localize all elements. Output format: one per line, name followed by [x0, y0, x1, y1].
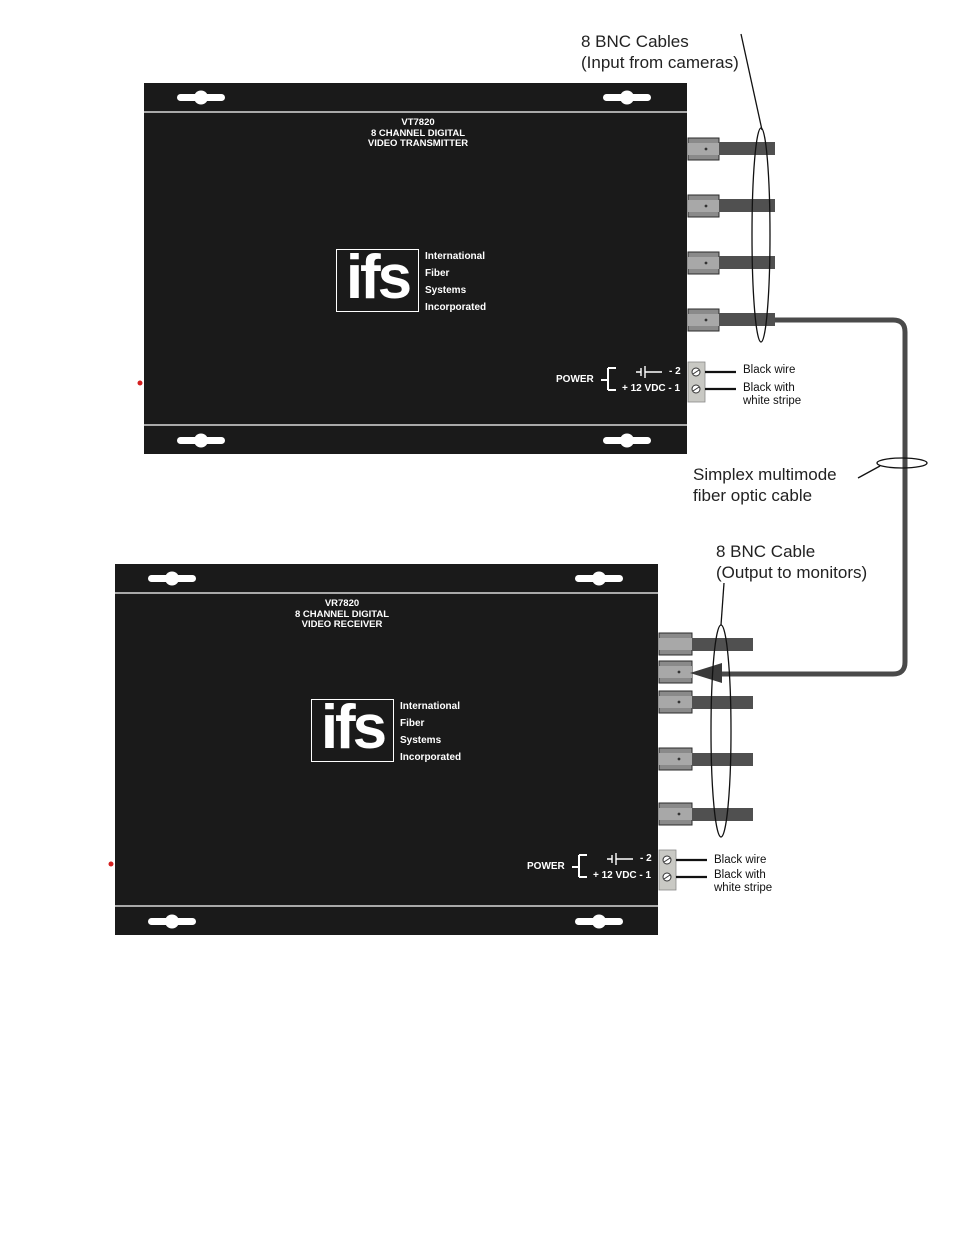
- transmitter-logo-words: International Fiber Systems Incorporated: [425, 248, 486, 316]
- bnc-connector: [687, 308, 775, 332]
- battery-symbol-icon: [636, 366, 662, 378]
- input-cables-callout-ellipse: [751, 127, 771, 343]
- output-cables-leader: [720, 582, 725, 626]
- battery-symbol-icon: [607, 853, 633, 865]
- receiver-plus-terminal-label: + 12 VDC - 1: [593, 870, 652, 881]
- output-cables-callout-ellipse: [710, 624, 732, 838]
- power-bracket-icon: [572, 854, 587, 878]
- transmitter-bnc-connectors: [687, 137, 775, 332]
- transmitter-title: VT7820 8 CHANNEL DIGITAL VIDEO TRANSMITT…: [318, 117, 518, 150]
- mounting-slot-icon: [148, 914, 196, 929]
- transmitter-striped-wire-label: Black with white stripe: [743, 382, 801, 408]
- fiber-callout-ellipse: [876, 457, 928, 469]
- receiver-title: VR7820 8 CHANNEL DIGITAL VIDEO RECEIVER: [242, 598, 442, 631]
- bnc-connector: [687, 137, 775, 161]
- transmitter-power-label: POWER: [556, 374, 594, 385]
- bnc-connector: [658, 690, 753, 714]
- screw-terminal-icon: [662, 855, 672, 865]
- screw-terminal-icon: [691, 384, 701, 394]
- bnc-connector: [687, 251, 775, 275]
- transmitter-title-line3: VIDEO TRANSMITTER: [367, 138, 469, 149]
- striped-wire-label-line2: white stripe: [743, 395, 802, 407]
- output-cables-callout-line1: 8 BNC Cable: [716, 542, 816, 561]
- mounting-slot-icon: [148, 571, 196, 586]
- transmitter-title-line2: 8 CHANNEL DIGITAL: [370, 127, 466, 139]
- logo-word: Fiber: [425, 268, 450, 279]
- receiver-logo-words: International Fiber Systems Incorporated: [400, 698, 461, 766]
- mounting-slot-icon: [177, 90, 225, 105]
- mounting-slot-icon: [603, 433, 651, 448]
- mounting-slot-icon: [575, 571, 623, 586]
- logo-mark: ifs: [320, 693, 387, 762]
- fiber-callout-leader: [857, 465, 881, 479]
- logo-word: International: [400, 701, 461, 712]
- transmitter-ifs-logo: ifs: [336, 243, 419, 312]
- bnc-connector: [658, 632, 753, 656]
- logo-word: Fiber: [400, 718, 425, 729]
- logo-word: Systems: [425, 285, 467, 296]
- transmitter-minus-terminal-label: - 2: [669, 366, 681, 377]
- screw-terminal-icon: [662, 872, 672, 882]
- indicator-dot: [137, 380, 143, 386]
- transmitter-plus-terminal-label: + 12 VDC - 1: [622, 383, 681, 394]
- logo-mark: ifs: [345, 243, 412, 312]
- striped-wire-label-line2: white stripe: [714, 882, 773, 894]
- output-cables-callout: 8 BNC Cable (Output to monitors): [716, 541, 867, 583]
- fiber-cable-callout: Simplex multimode fiber optic cable: [693, 464, 837, 506]
- mounting-slot-icon: [603, 90, 651, 105]
- receiver-ifs-logo: ifs: [311, 693, 394, 762]
- mounting-slot-icon: [575, 914, 623, 929]
- transmitter-unit: [137, 83, 687, 454]
- receiver-black-wire-label: Black wire: [714, 854, 767, 866]
- striped-wire-label-line1: Black with: [714, 869, 766, 881]
- receiver-title-line2: 8 CHANNEL DIGITAL: [294, 608, 390, 620]
- mounting-slot-icon: [177, 433, 225, 448]
- input-cables-callout: 8 BNC Cables (Input from cameras): [581, 31, 739, 73]
- receiver-power-section: [572, 849, 707, 891]
- fiber-input-connector: [658, 660, 693, 684]
- receiver-unit: [108, 564, 658, 935]
- input-cables-callout-line1: 8 BNC Cables: [581, 32, 689, 51]
- logo-word: International: [425, 251, 486, 262]
- transmitter-black-wire-label: Black wire: [743, 364, 796, 376]
- striped-wire-label-line1: Black with: [743, 382, 795, 394]
- logo-word: Incorporated: [425, 302, 487, 313]
- indicator-dot: [108, 861, 114, 867]
- output-cables-callout-line2: (Output to monitors): [716, 563, 868, 582]
- power-bracket-icon: [601, 367, 616, 391]
- receiver-chassis: [115, 564, 658, 935]
- bnc-connector: [658, 802, 753, 826]
- fiber-arrow-icon: [690, 663, 722, 683]
- input-cables-callout-line2: (Input from cameras): [581, 53, 739, 72]
- logo-word: Systems: [400, 735, 442, 746]
- transmitter-chassis: [144, 83, 687, 454]
- fiber-cable-callout-line1: Simplex multimode: [693, 465, 837, 484]
- transmitter-power-section: [601, 361, 736, 403]
- fiber-optic-cable: [715, 317, 908, 677]
- screw-terminal-icon: [691, 367, 701, 377]
- bnc-connector: [658, 747, 753, 771]
- receiver-minus-terminal-label: - 2: [640, 853, 652, 864]
- receiver-power-label: POWER: [527, 861, 565, 872]
- receiver-title-line3: VIDEO RECEIVER: [301, 619, 383, 630]
- receiver-striped-wire-label: Black with white stripe: [714, 869, 772, 895]
- bnc-connector: [687, 194, 775, 218]
- receiver-bnc-connectors: [658, 632, 753, 826]
- receiver-model: VR7820: [324, 598, 360, 609]
- logo-word: Incorporated: [400, 752, 462, 763]
- input-cables-leader: [740, 33, 763, 131]
- transmitter-model: VT7820: [401, 117, 435, 128]
- fiber-cable-callout-line2: fiber optic cable: [693, 486, 813, 505]
